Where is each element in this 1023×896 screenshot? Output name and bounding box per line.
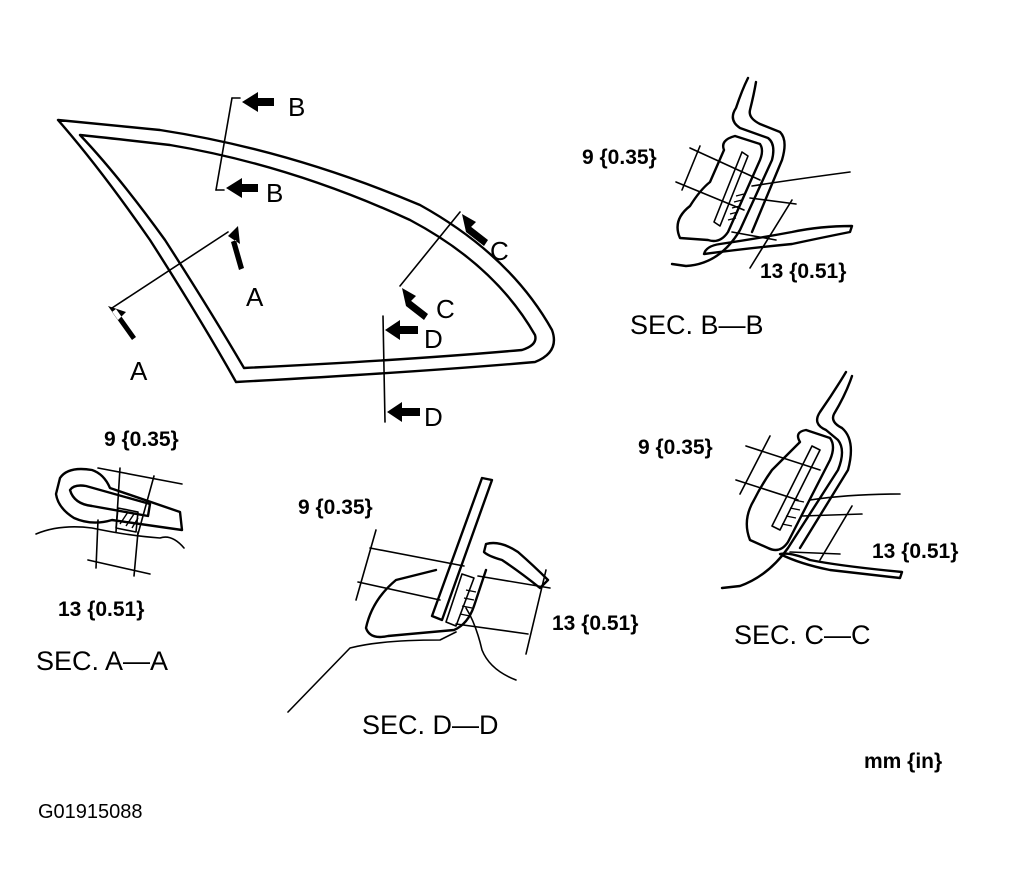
cut-label-c-bottom: C (436, 294, 455, 324)
figure-code: G01915088 (38, 801, 143, 823)
section-a-dim-upper: 9 {0.35} (104, 428, 179, 451)
units-label: mm {in} (864, 750, 942, 773)
cut-label-b-top: B (288, 92, 305, 122)
cut-label-c-top: C (490, 236, 509, 266)
cut-label-d-top: D (424, 324, 443, 354)
section-a-dim-lower: 13 {0.51} (58, 598, 144, 621)
section-b-title: SEC. B—B (630, 310, 764, 340)
section-c-dim-upper: 9 {0.35} (638, 436, 713, 459)
cut-label-a-right: A (246, 282, 264, 312)
cut-label-a-left: A (130, 356, 148, 386)
section-b-drawing (670, 76, 854, 269)
cut-label-d-bottom: D (424, 402, 443, 432)
cut-line-c (399, 211, 488, 320)
cut-line-b (215, 92, 274, 198)
cut-label-b-bottom: B (266, 178, 283, 208)
window-glass-outline (56, 118, 556, 384)
section-d-title: SEC. D—D (362, 710, 499, 740)
section-c-drawing (720, 370, 904, 590)
section-d-dim-upper: 9 {0.35} (298, 496, 373, 519)
section-b-dim-lower: 13 {0.51} (760, 260, 846, 283)
section-c-dim-lower: 13 {0.51} (872, 540, 958, 563)
section-a-title: SEC. A—A (36, 646, 168, 676)
section-d-drawing (287, 476, 551, 713)
section-d-dim-lower: 13 {0.51} (552, 612, 638, 635)
cut-line-a (108, 226, 244, 340)
cut-line-d (382, 315, 420, 423)
section-c-title: SEC. C—C (734, 620, 871, 650)
section-a-drawing (35, 467, 185, 577)
section-b-dim-upper: 9 {0.35} (582, 146, 657, 169)
